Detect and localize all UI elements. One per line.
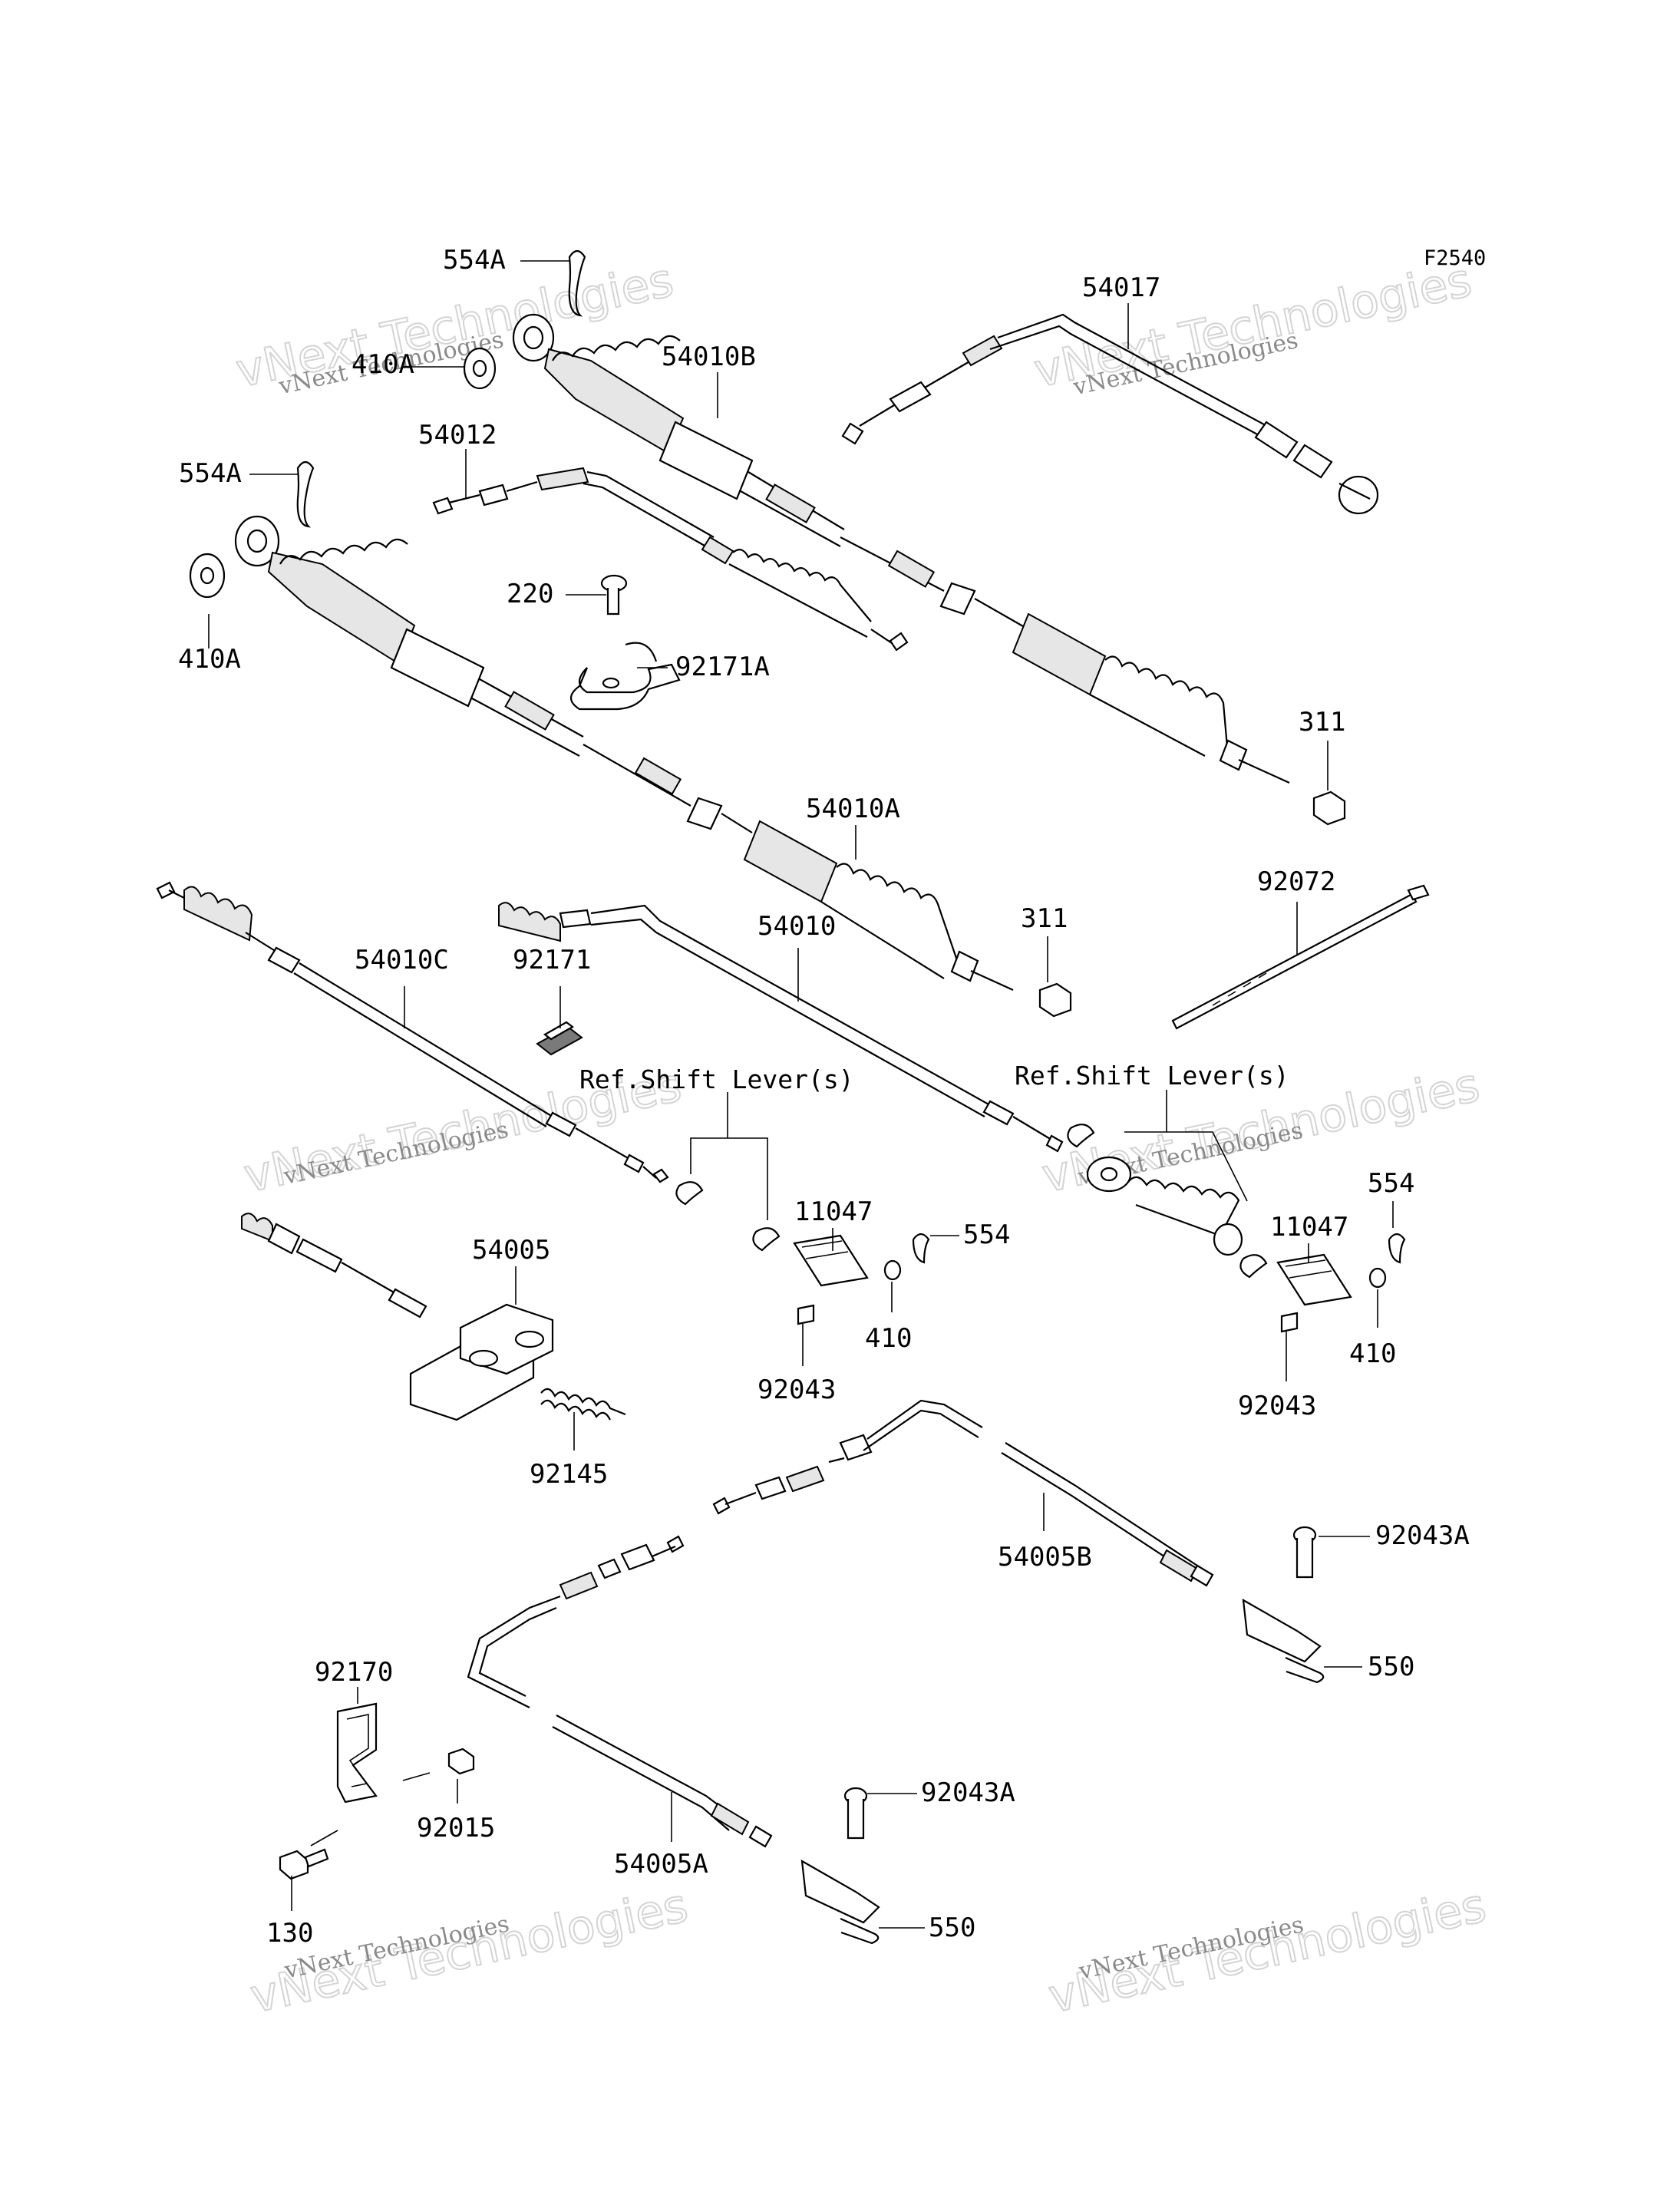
washer-410A-top bbox=[463, 347, 497, 390]
label-92171: 92171 bbox=[513, 945, 591, 975]
label-92043-right: 92043 bbox=[1238, 1391, 1316, 1421]
ref-shift-lever-left: Ref.Shift Lever(s) bbox=[579, 1064, 854, 1094]
label-92072: 92072 bbox=[1257, 866, 1335, 897]
label-54010A: 54010A bbox=[806, 794, 900, 824]
label-54005: 54005 bbox=[472, 1235, 550, 1266]
watermark-bottom-left: vNext Technologies vNext Technologies bbox=[245, 1878, 693, 2025]
label-554-right: 554 bbox=[1368, 1168, 1414, 1199]
spring-92145 bbox=[540, 1388, 626, 1421]
cable-54005A bbox=[467, 1535, 880, 1924]
pin-92043A-top bbox=[1292, 1526, 1317, 1579]
leader-lines bbox=[208, 260, 1394, 1929]
cable-54010A bbox=[234, 515, 1014, 992]
clip-550-upper bbox=[1285, 1656, 1325, 1684]
label-410-left: 410 bbox=[865, 1323, 912, 1354]
cable-54010 bbox=[498, 902, 1064, 1153]
shift-lever-group-left bbox=[675, 1092, 930, 1325]
cable-54005B bbox=[712, 1399, 1322, 1663]
clip-550-lower bbox=[840, 1917, 880, 1945]
label-54010B: 54010B bbox=[662, 342, 756, 372]
label-554A-left: 554A bbox=[179, 458, 242, 489]
pin-554A-top bbox=[568, 249, 586, 317]
watermark-bottom-right: vNext Technologies vNext Technologies bbox=[1043, 1878, 1491, 2025]
label-92170: 92170 bbox=[315, 1657, 393, 1688]
label-410-right: 410 bbox=[1349, 1338, 1396, 1369]
label-54005A: 54005A bbox=[614, 1849, 708, 1880]
label-92043-left: 92043 bbox=[757, 1375, 836, 1405]
cable-54005 bbox=[241, 1213, 554, 1421]
label-54005B: 54005B bbox=[998, 1542, 1092, 1573]
label-311-lower: 311 bbox=[1021, 903, 1068, 934]
pin-554A-left bbox=[296, 460, 315, 528]
bolt-220 bbox=[600, 574, 628, 616]
shift-lever-group-right bbox=[1067, 1090, 1406, 1333]
label-54010: 54010 bbox=[757, 911, 836, 942]
cable-54012 bbox=[432, 467, 909, 652]
label-54010C: 54010C bbox=[355, 945, 449, 975]
cable-54010C bbox=[156, 881, 669, 1183]
label-92171A: 92171A bbox=[675, 652, 770, 682]
clamp-92171A bbox=[569, 642, 681, 711]
label-54012: 54012 bbox=[418, 420, 497, 450]
label-92043A-top: 92043A bbox=[1375, 1520, 1470, 1551]
nut-311-lower bbox=[1038, 982, 1072, 1018]
label-554-left: 554 bbox=[963, 1219, 1010, 1250]
nut-92015 bbox=[447, 1748, 475, 1775]
label-92145: 92145 bbox=[530, 1459, 608, 1490]
label-130: 130 bbox=[266, 1918, 313, 1949]
bracket-92170 bbox=[336, 1702, 378, 1804]
ref-shift-lever-right: Ref.Shift Lever(s) bbox=[1015, 1061, 1289, 1091]
washer-410A-left bbox=[189, 553, 226, 599]
label-54017: 54017 bbox=[1082, 272, 1160, 303]
label-11047-left: 11047 bbox=[794, 1196, 873, 1227]
cable-54017 bbox=[841, 313, 1379, 515]
cable-54010B bbox=[512, 313, 1290, 784]
part-labels: 554A 410A 54010B 54017 554A 54012 410A 2… bbox=[178, 245, 1470, 1949]
pin-92043A-lower bbox=[843, 1787, 868, 1840]
label-92015: 92015 bbox=[417, 1813, 495, 1843]
label-550-upper: 550 bbox=[1368, 1652, 1414, 1682]
label-92043A-lower: 92043A bbox=[921, 1777, 1015, 1808]
label-550-lower: 550 bbox=[929, 1913, 975, 1943]
clip-92171 bbox=[536, 1021, 583, 1056]
label-554A-top: 554A bbox=[443, 245, 506, 276]
nut-311-upper bbox=[1312, 790, 1346, 826]
label-311-upper: 311 bbox=[1299, 707, 1345, 738]
label-220: 220 bbox=[507, 579, 553, 609]
strap-92072 bbox=[1171, 884, 1430, 1030]
label-410A-left: 410A bbox=[178, 644, 241, 675]
bolt-130 bbox=[279, 1848, 329, 1880]
figure-code: F2540 bbox=[1424, 246, 1486, 270]
label-11047-right: 11047 bbox=[1270, 1212, 1348, 1243]
label-410A-top: 410A bbox=[352, 349, 414, 380]
